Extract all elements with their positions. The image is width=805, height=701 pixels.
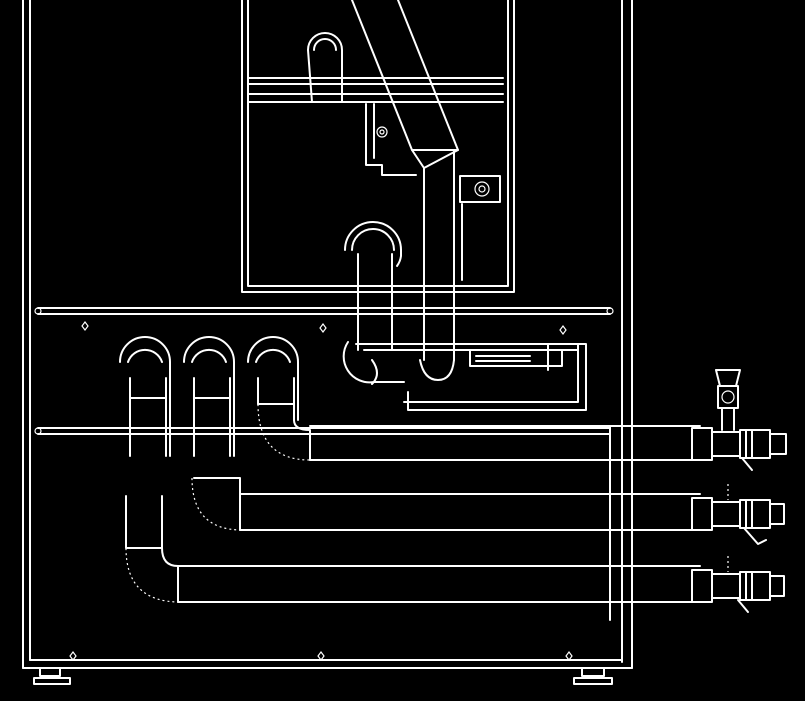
rear-elbows [119,336,311,461]
central-riser [342,253,587,411]
valve-top [691,369,787,471]
elbow-3 [247,336,311,461]
upper-tank [241,0,515,293]
manifold-pipes [125,425,701,621]
outlet-valves [691,369,787,613]
foot-left [33,667,71,685]
valve-middle [691,484,785,545]
cabinet-frame [22,0,633,669]
foot-right [573,667,613,685]
adjustable-feet [33,667,613,685]
elbow-1 [119,336,171,457]
elbow-2 [183,336,235,457]
inclined-pipe [351,0,459,361]
valve-bottom [691,556,785,613]
